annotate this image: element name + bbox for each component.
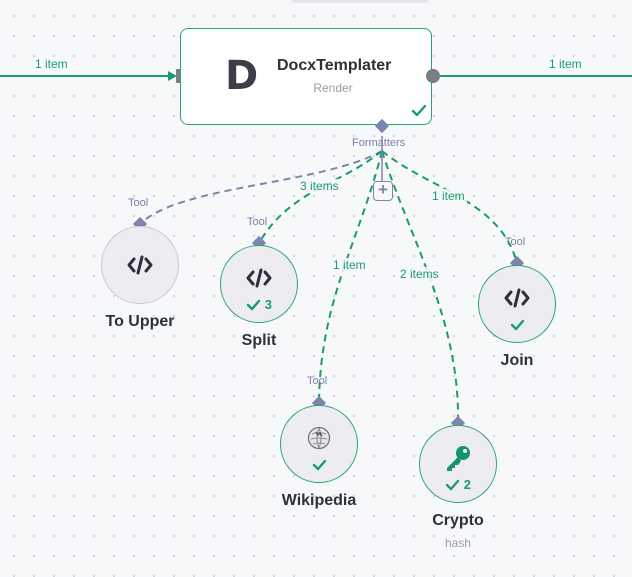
split-connection[interactable] <box>258 150 383 244</box>
tool-handle-label: Tool <box>247 216 268 228</box>
wikipedia-label: Wikipedia <box>281 492 357 509</box>
input-arrow <box>168 71 177 81</box>
split-label: Split <box>241 332 277 349</box>
crypto-connection-label: 2 items <box>398 267 441 281</box>
main-node-output-handle[interactable] <box>426 69 440 83</box>
formatters-label: Formatters <box>352 137 406 149</box>
crypto-connection[interactable] <box>381 150 460 424</box>
crypto-node[interactable]: 2 <box>419 425 497 503</box>
wikipedia-node[interactable] <box>280 405 358 483</box>
wikipedia-run-status <box>281 457 357 472</box>
wikipedia-connection-label: 1 item <box>331 258 368 272</box>
tool-handle-label: Tool <box>128 197 149 209</box>
join-node[interactable] <box>478 265 556 343</box>
split-run-status: 3 <box>221 297 297 312</box>
tool-handle-label: Tool <box>505 236 526 248</box>
check-icon <box>445 479 460 491</box>
code-icon <box>504 288 530 308</box>
crypto-label: Crypto <box>432 512 484 529</box>
split-node[interactable]: 3 <box>220 245 298 323</box>
check-icon <box>411 104 427 117</box>
to-upper-label: To Upper <box>105 313 175 330</box>
join-run-status <box>479 317 555 332</box>
key-icon <box>447 446 470 471</box>
add-tool-button[interactable]: + <box>373 181 393 201</box>
crypto-run-status: 2 <box>420 477 496 492</box>
check-icon <box>510 319 524 331</box>
join-label: Join <box>500 352 534 369</box>
split-connection-label: 3 items <box>298 179 341 193</box>
join-connection[interactable] <box>381 150 518 264</box>
code-icon <box>246 268 272 288</box>
check-icon <box>246 299 261 311</box>
canvas-top-tab[interactable] <box>291 0 429 3</box>
docxtemplater-icon: D <box>225 53 259 99</box>
split-run-count: 3 <box>264 297 272 312</box>
check-icon <box>312 459 326 471</box>
node-subtitle: Render <box>313 81 353 95</box>
wikipedia-icon <box>307 426 331 450</box>
to-upper-node[interactable] <box>101 226 179 304</box>
input-connection-label: 1 item <box>33 57 70 71</box>
crypto-subtitle: hash <box>444 536 472 550</box>
main-node-input-handle[interactable] <box>176 69 182 83</box>
join-connection-label: 1 item <box>430 189 467 203</box>
output-connection-label: 1 item <box>547 57 584 71</box>
to-upper-connection[interactable] <box>139 150 383 225</box>
crypto-run-count: 2 <box>463 477 471 492</box>
code-icon <box>127 255 153 275</box>
tool-handle-label: Tool <box>307 375 328 387</box>
node-title: DocxTemplater <box>277 57 392 74</box>
docxtemplater-node[interactable]: D DocxTemplater Render <box>180 28 432 125</box>
